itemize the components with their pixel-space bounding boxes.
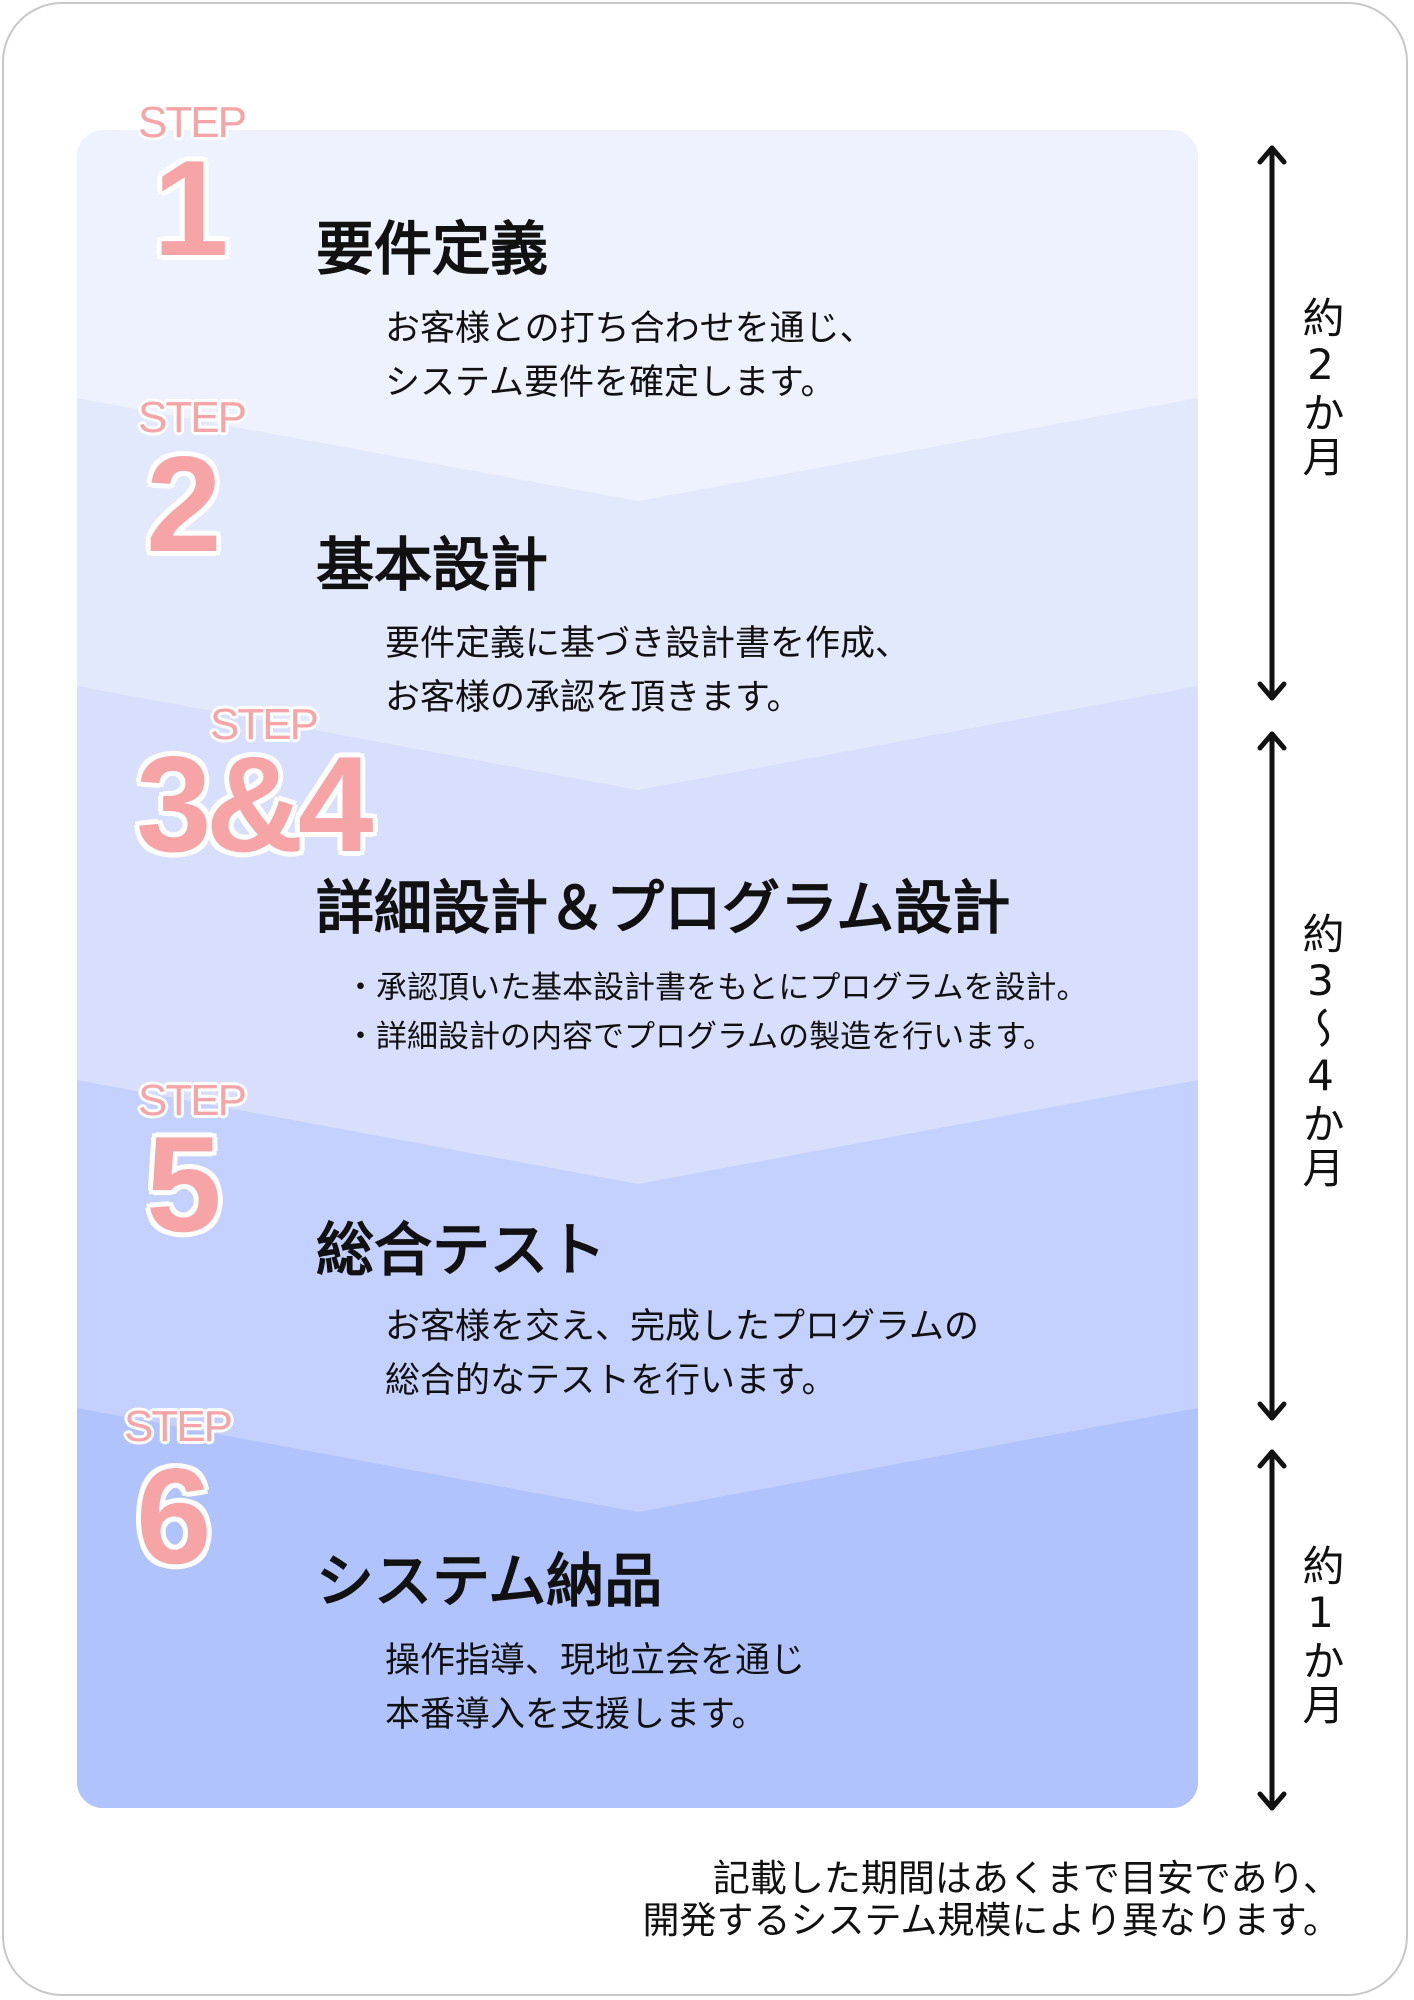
footnote-line: 開発するシステム規模により異なります。 <box>642 1899 1340 1942</box>
double-arrow-icon <box>1257 1449 1287 1811</box>
footnote: 記載した期間はあくまで目安であり、 開発するシステム規模により異なります。 <box>643 1858 1340 1942</box>
footnote-line: 記載した期間はあくまで目安であり、 <box>712 1857 1340 1900</box>
step-label: STEP <box>138 98 247 147</box>
step-number: 3&4 <box>136 728 373 880</box>
step-label: STEP <box>124 1402 233 1451</box>
duration-label: 約2か月 <box>1296 296 1345 479</box>
duration-label: 約1か月 <box>1296 1544 1345 1727</box>
step-title: 詳細設計＆プログラム設計 <box>316 874 1011 942</box>
duration-label: 約3〜4か月 <box>1296 912 1345 1190</box>
description-line: お客様の承認を頂きます。 <box>385 678 802 718</box>
step-description: お客様との打ち合わせを通じ、 システム要件を確定します。 <box>385 302 875 410</box>
step-number: 2 <box>146 428 222 580</box>
chevron-bands <box>77 130 1198 1808</box>
bullet-item: ・承認頂いた基本設計書をもとにプログラムを設計。 <box>345 970 1088 1006</box>
duration-arrows <box>1257 145 1287 1811</box>
step-title: 要件定義 <box>316 215 549 283</box>
step-description: お客様を交え、完成したプログラムの 総合的なテストを行います。 <box>385 1300 979 1408</box>
description-line: 要件定義に基づき設計書を作成、 <box>385 624 911 664</box>
step-label: STEP <box>138 393 247 442</box>
step-title: 総合テスト <box>316 1216 607 1284</box>
step-label: STEP <box>138 1076 247 1125</box>
band-step6 <box>77 1408 1198 1808</box>
description-line: 本番導入を支援します。 <box>385 1695 767 1735</box>
description-line: お客様との打ち合わせを通じ、 <box>385 309 875 349</box>
description-line: 総合的なテストを行います。 <box>385 1361 837 1401</box>
step-description: 操作指導、現地立会を通じ 本番導入を支援します。 <box>385 1634 805 1742</box>
bullet-item: ・詳細設計の内容でプログラムの製造を行います。 <box>345 1019 1054 1055</box>
step-title: システム納品 <box>316 1547 663 1615</box>
double-arrow-icon <box>1257 145 1287 701</box>
description-line: お客様を交え、完成したプログラムの <box>385 1307 979 1347</box>
step-description: 要件定義に基づき設計書を作成、 お客様の承認を頂きます。 <box>385 617 910 725</box>
step-title: 基本設計 <box>316 531 549 599</box>
process-panel <box>77 130 1198 1808</box>
step-number: 1 <box>153 132 229 284</box>
step-number: 5 <box>146 1108 222 1260</box>
step-bullets: ・承認頂いた基本設計書をもとにプログラムを設計。 ・詳細設計の内容でプログラムの… <box>345 964 1087 1062</box>
description-line: 操作指導、現地立会を通じ <box>385 1641 806 1681</box>
step-number: 6 <box>136 1440 212 1592</box>
description-line: システム要件を確定します。 <box>385 363 836 403</box>
double-arrow-icon <box>1257 731 1287 1421</box>
step-label: STEP <box>210 700 319 749</box>
